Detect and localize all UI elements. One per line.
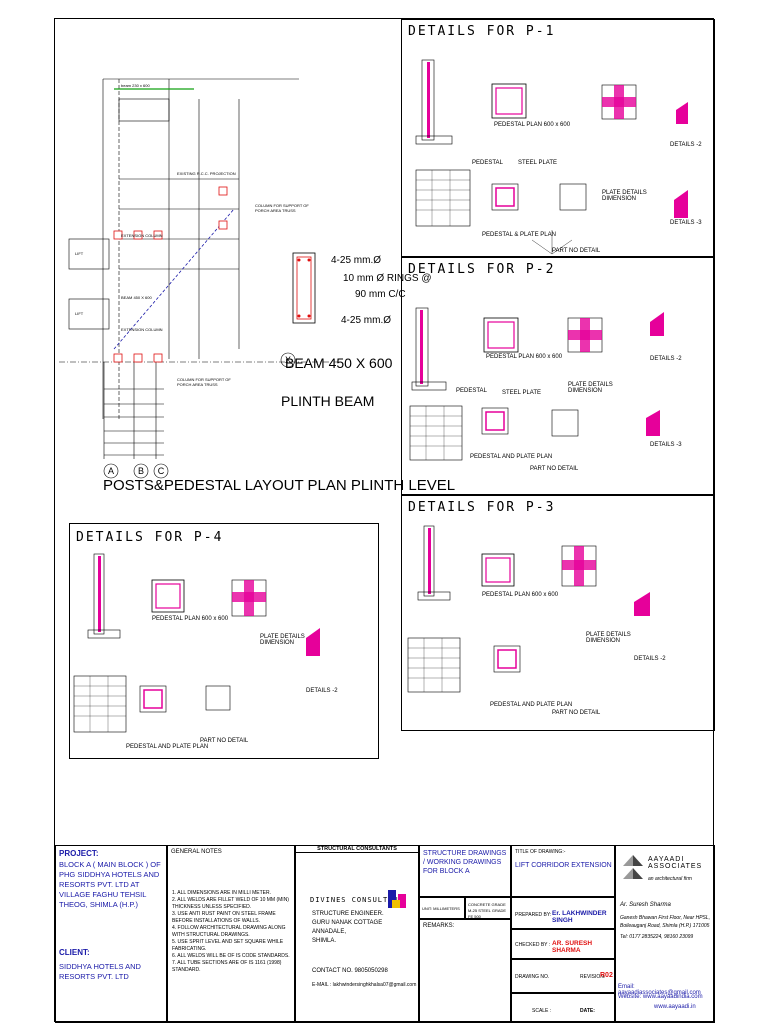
details-p4-title: DETAILS FOR P-4 [76,530,224,545]
beam-rings-spacing: 90 mm C/C [355,289,406,300]
beam-rings: 10 mm Ø RINGS @ [343,273,432,284]
grid-label-c: C [158,466,165,476]
plan-note-2: COLUMN FOR SUPPORT OF [255,203,309,208]
drawing-sheet: A B C X beam 230 x 600 EXISTING R.C.C. P… [54,18,715,1023]
client-text: SIDDHYA HOTELS AND RESORTS PVT. LTD [59,962,141,981]
consultant-box: STRUCTURAL CONSULTANTS DIVINES CONSULTAN… [295,845,419,1023]
drawing-type: STRUCTURE DRAWINGS / WORKING DRAWINGS FO… [423,850,507,875]
consultant-logo: DIVINES CONSULTANT [310,896,404,904]
svg-text:PORCH AREA TRUSS: PORCH AREA TRUSS [255,208,296,213]
details-p4-panel: DETAILS FOR P-4 PEDESTAL PLAN 600 x 600 … [69,523,379,759]
project-text: BLOCK A ( MAIN BLOCK ) OF PHG SIDDHYA HO… [59,860,161,909]
beam-title: BEAM 450 X 600 [285,355,393,371]
details-p2-panel: DETAILS FOR P-2 PEDESTAL PLAN 600 x 600 … [401,257,715,495]
plan-note-4: BEAM 450 X 600 [121,295,152,300]
checked-by: AR. SURESH SHARMA [552,940,593,954]
plan-note-0: beam 230 x 600 [121,83,150,88]
plan-note-6: EXTENSION COLUMN [121,327,163,332]
firm-email: Email: aayaadiassociates@gmail.com [618,984,701,996]
beam-bars-bottom: 4-25 mm.Ø [341,315,392,326]
details-p2-title: DETAILS FOR P-2 [408,262,556,277]
details-p3-title: DETAILS FOR P-3 [408,500,556,515]
firm-name: AAYAADI ASSOCIATES [648,856,703,870]
firm-logo-icon [623,855,643,879]
prepared-by: Er. LAKHWINDER SINGH [552,910,607,924]
drawing-title: LIFT CORRIDOR EXTENSION [515,862,612,869]
beam-bars-top: 4-25 mm.Ø [331,255,382,266]
consultant-logo-icon [388,890,406,908]
beam-section [292,252,316,324]
plan-note-7: COLUMN FOR SUPPORT OF [177,377,231,382]
plan-note-1: EXISTING R.C.C. PROJECTION [177,171,236,176]
details-p3-panel: DETAILS FOR P-3 PEDESTAL PLAN 600 x 600 … [401,495,715,731]
general-notes-list: 1. ALL DIMENSIONS ARE IN MILLI METER. 2.… [172,890,290,973]
beam-subtitle: PLINTH BEAM [281,393,375,409]
grid-label-b: B [138,466,144,476]
general-notes-box: GENERAL NOTES 1. ALL DIMENSIONS ARE IN M… [167,845,295,1023]
revision: R02 [600,972,613,979]
project-box: PROJECT: BLOCK A ( MAIN BLOCK ) OF PHG S… [55,845,167,1023]
details-p1-panel: DETAILS FOR P-1 PEDESTAL PLAN 600 x 600 … [401,19,715,257]
grid-label-a: A [108,466,114,476]
plan-note-3: EXTENSION COLUMN [121,233,163,238]
grid-label-x: X [285,355,291,365]
plan-title: POSTS&PEDESTAL LAYOUT PLAN PLINTH LEVEL [103,477,456,494]
firm-box: AAYAADI ASSOCIATES an architectural firm… [615,845,715,1023]
firm-website: Website: www.aayaadindia.com [618,994,703,1000]
details-p1-title: DETAILS FOR P-1 [408,24,556,39]
layout-plan: A B C X beam 230 x 600 EXISTING R.C.C. P… [59,78,339,479]
plan-note-5: LIFT [75,251,84,256]
svg-text:PORCH AREA TRUSS: PORCH AREA TRUSS [177,382,218,387]
svg-text:LIFT: LIFT [75,311,84,316]
